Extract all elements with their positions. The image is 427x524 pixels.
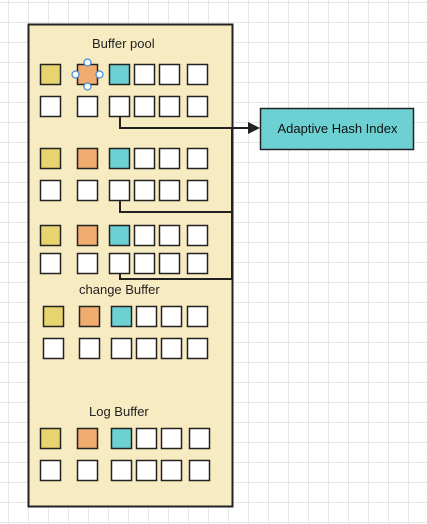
buffer-pool-block-1-index-cell[interactable] [108, 63, 131, 86]
log-buffer-block-row2-cell-4[interactable] [135, 459, 158, 482]
log-buffer-label: Log Buffer [89, 404, 149, 419]
selection-handle-3[interactable] [95, 70, 104, 79]
log-buffer-block-index-cell[interactable] [110, 427, 133, 450]
buffer-pool-block-1-empty-cell-2[interactable] [158, 63, 181, 86]
log-buffer-block-empty-cell-2[interactable] [160, 427, 183, 450]
buffer-pool-block-2-row2-cell-4[interactable] [133, 179, 156, 202]
log-buffer-block-row2-cell-3[interactable] [110, 459, 133, 482]
selection-handle-1[interactable] [83, 58, 92, 67]
cell-grid [39, 63, 211, 482]
log-buffer-block-row2-cell-1[interactable] [39, 459, 62, 482]
change-buffer-block-empty-cell-2[interactable] [160, 305, 183, 328]
log-buffer-block-row2-cell-2[interactable] [76, 459, 99, 482]
buffer-pool-block-2-hash-cell[interactable] [76, 147, 99, 170]
buffer-pool-block-3-empty-cell-2[interactable] [158, 224, 181, 247]
buffer-pool-block-1-hash-cell[interactable] [76, 63, 99, 86]
buffer-pool-block-1-row2-cell-3[interactable] [108, 95, 131, 118]
change-buffer-label: change Buffer [79, 282, 160, 297]
buffer-pool-block-2-row2-cell-6[interactable] [186, 179, 209, 202]
buffer-pool-block-2-row2-cell-3[interactable] [108, 179, 131, 202]
buffer-pool-block-1-empty-cell-1[interactable] [133, 63, 156, 86]
log-buffer-block-row2-cell-6[interactable] [188, 459, 211, 482]
buffer-pool-block-1-page-cell[interactable] [39, 63, 62, 86]
buffer-pool-block-3-row2-cell-6[interactable] [186, 252, 209, 275]
change-buffer-block-row2-cell-5[interactable] [160, 337, 183, 360]
change-buffer-block-row2-cell-4[interactable] [135, 337, 158, 360]
buffer-pool-block-3-hash-cell[interactable] [76, 224, 99, 247]
buffer-pool-block-2-empty-cell-2[interactable] [158, 147, 181, 170]
connector-line-block-2[interactable] [119, 200, 232, 213]
buffer-pool-label: Buffer pool [92, 36, 155, 51]
log-buffer-block-page-cell[interactable] [39, 427, 62, 450]
buffer-pool-block-3-row2-cell-1[interactable] [39, 252, 62, 275]
buffer-pool-block-3-index-cell[interactable] [108, 224, 131, 247]
change-buffer-block-empty-cell-3[interactable] [186, 305, 209, 328]
selection-handle-2[interactable] [71, 70, 80, 79]
buffer-pool-block-3-empty-cell-1[interactable] [133, 224, 156, 247]
buffer-pool-block-3-row2-cell-5[interactable] [158, 252, 181, 275]
selection-handles [71, 58, 104, 91]
buffer-pool-block-2-row2-cell-5[interactable] [158, 179, 181, 202]
buffer-pool-block-3-page-cell[interactable] [39, 224, 62, 247]
arrow-head [248, 122, 260, 134]
buffer-pool-block-1-empty-cell-3[interactable] [186, 63, 209, 86]
buffer-pool-block-2-page-cell[interactable] [39, 147, 62, 170]
change-buffer-block-index-cell[interactable] [110, 305, 133, 328]
adaptive-hash-index-label[interactable]: Adaptive Hash Index [277, 121, 398, 136]
adaptive-hash-index-box[interactable] [259, 107, 415, 151]
buffer-pool-block-1-row2-cell-5[interactable] [158, 95, 181, 118]
change-buffer-block-empty-cell-1[interactable] [135, 305, 158, 328]
buffer-pool-block-3-empty-cell-3[interactable] [186, 224, 209, 247]
log-buffer-block-empty-cell-1[interactable] [135, 427, 158, 450]
change-buffer-block-hash-cell[interactable] [78, 305, 101, 328]
selection-handle-4[interactable] [83, 82, 92, 91]
buffer-pool-block-3-row2-cell-3[interactable] [108, 252, 131, 275]
log-buffer-block-empty-cell-3[interactable] [188, 427, 211, 450]
buffer-pool-block-2-row2-cell-1[interactable] [39, 179, 62, 202]
change-buffer-block-page-cell[interactable] [42, 305, 65, 328]
buffer-pool-block-2-empty-cell-3[interactable] [186, 147, 209, 170]
change-buffer-block-row2-cell-1[interactable] [42, 337, 65, 360]
change-buffer-block-row2-cell-2[interactable] [78, 337, 101, 360]
buffer-pool-block-2-row2-cell-2[interactable] [76, 179, 99, 202]
log-buffer-block-row2-cell-5[interactable] [160, 459, 183, 482]
change-buffer-block-row2-cell-3[interactable] [110, 337, 133, 360]
buffer-pool-block-3-row2-cell-2[interactable] [76, 252, 99, 275]
buffer-pool-block-1-row2-cell-4[interactable] [133, 95, 156, 118]
change-buffer-block-row2-cell-6[interactable] [186, 337, 209, 360]
buffer-pool-block-1-row2-cell-6[interactable] [186, 95, 209, 118]
connector-line-block-1[interactable] [119, 117, 232, 129]
buffer-pool-block-2-empty-cell-1[interactable] [133, 147, 156, 170]
buffer-pool-block-1-row2-cell-2[interactable] [76, 95, 99, 118]
buffer-pool-block-2-index-cell[interactable] [108, 147, 131, 170]
buffer-pool-block-3-row2-cell-4[interactable] [133, 252, 156, 275]
buffer-pool-block-1-row2-cell-1[interactable] [39, 95, 62, 118]
log-buffer-block-hash-cell[interactable] [76, 427, 99, 450]
